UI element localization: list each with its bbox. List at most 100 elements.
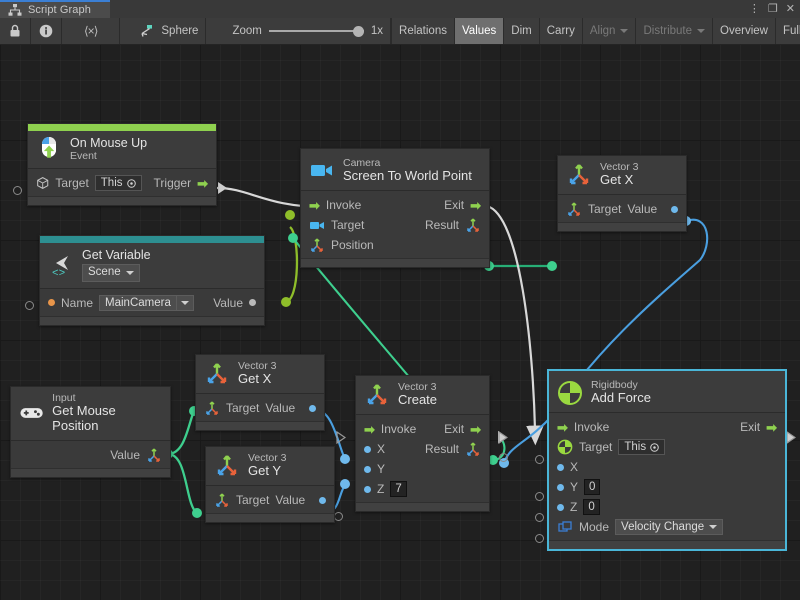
flow-port-triangle[interactable] xyxy=(786,431,796,444)
port-ring[interactable] xyxy=(535,455,544,464)
port-row-target[interactable]: Target This xyxy=(549,437,785,457)
button-overview[interactable]: Overview xyxy=(713,18,776,44)
close-icon[interactable]: ✕ xyxy=(785,2,795,15)
port-row-target-value[interactable]: Target Value xyxy=(196,398,324,418)
port-row-x-result[interactable]: X Result xyxy=(356,439,489,459)
port-dot-x[interactable] xyxy=(557,463,564,471)
port-label-y: Y xyxy=(377,462,386,476)
button-relations[interactable]: Relations xyxy=(392,18,455,44)
port-label-invoke: Invoke xyxy=(325,198,362,212)
port-label-value: Value xyxy=(213,295,243,310)
button-distribute[interactable]: Distribute xyxy=(636,18,714,44)
tab-script-graph[interactable]: Script Graph xyxy=(0,0,110,18)
button-full-screen[interactable]: Full Screen xyxy=(776,18,800,44)
port-row-target-value[interactable]: Target Value xyxy=(558,199,686,219)
button-dim[interactable]: Dim xyxy=(504,18,540,44)
port-ring[interactable] xyxy=(535,513,544,522)
zoom-slider[interactable] xyxy=(268,25,364,37)
port-dot-z[interactable] xyxy=(364,485,371,493)
node-camera-screen-to-world-point[interactable]: Camera Screen To World Point ➡ Invoke Ex… xyxy=(300,148,490,268)
port-row-position[interactable]: Position xyxy=(301,235,489,255)
port-dot-value[interactable] xyxy=(671,205,678,213)
port-row-invoke-exit[interactable]: ➡ Invoke Exit ➡ xyxy=(301,195,489,215)
port-dot-x[interactable] xyxy=(364,445,371,453)
code-button[interactable]: ⟨×⟩ xyxy=(62,18,121,44)
enum-icon xyxy=(558,521,572,532)
node-title-sub: Vector 3 xyxy=(600,161,639,173)
port-label-target: Target xyxy=(226,401,260,415)
port-label-invoke: Invoke xyxy=(573,420,610,434)
port-row-value[interactable]: Value xyxy=(11,445,170,465)
flow-arrow-icon: ➡ xyxy=(470,421,481,437)
port-row-y[interactable]: Y 0 xyxy=(549,477,785,497)
lock-button[interactable] xyxy=(0,18,31,44)
button-align[interactable]: Align xyxy=(583,18,637,44)
port-dot-value[interactable] xyxy=(319,496,326,504)
port-row-invoke-exit[interactable]: ➡ Invoke Exit ➡ xyxy=(549,417,785,437)
node-rigidbody-add-force[interactable]: Rigidbody Add Force ➡ Invoke Exit ➡ xyxy=(548,370,786,550)
port-row-target-result[interactable]: Target Result xyxy=(301,215,489,235)
port-label-y: Y xyxy=(570,480,579,494)
port-label-target: Target xyxy=(588,202,622,216)
port-ring[interactable] xyxy=(535,534,544,543)
node-input-get-mouse-position[interactable]: Input Get Mouse Position Value xyxy=(10,386,171,478)
chevron-down-icon[interactable] xyxy=(175,295,193,310)
wire-mouse-to-gety-target xyxy=(167,452,198,514)
graph-canvas[interactable]: On Mouse Up Event Target This xyxy=(0,45,800,600)
port-row-z[interactable]: Z 7 xyxy=(356,479,489,499)
flow-port-triangle[interactable] xyxy=(218,182,227,194)
node-accent-bar xyxy=(40,236,264,243)
variable-name-dropdown[interactable]: MainCamera xyxy=(99,294,194,311)
wire-endpoint-dot xyxy=(547,261,557,271)
node-vector3-get-x-top[interactable]: Vector 3 Get X Target Value xyxy=(557,155,687,232)
flow-arrow-icon: ➡ xyxy=(197,175,208,191)
port-ring[interactable] xyxy=(499,453,508,462)
port-label-exit: Exit xyxy=(444,198,465,212)
node-body: Target Value xyxy=(558,195,686,222)
node-title: Vector 3 Get X xyxy=(600,161,639,188)
graph-target[interactable]: Sphere xyxy=(120,18,207,44)
node-vector3-get-x-mid[interactable]: Vector 3 Get X Target Value xyxy=(195,354,325,431)
button-carry[interactable]: Carry xyxy=(540,18,583,44)
node-get-variable[interactable]: <> Get Variable Scene Name MainCamera xyxy=(39,235,265,326)
port-row-invoke-exit[interactable]: ➡ Invoke Exit ➡ xyxy=(356,419,489,439)
node-vector3-get-y[interactable]: Vector 3 Get Y Target Value xyxy=(205,446,335,523)
port-ring[interactable] xyxy=(13,186,22,195)
port-row-y[interactable]: Y xyxy=(356,459,489,479)
flow-port-triangle[interactable] xyxy=(498,431,508,444)
mode-dropdown[interactable]: Velocity Change xyxy=(615,519,724,535)
flow-port-triangle[interactable] xyxy=(336,431,346,444)
port-ring[interactable] xyxy=(25,301,34,310)
zoom-slider-knob[interactable] xyxy=(352,25,364,37)
z-value-field[interactable]: 0 xyxy=(583,499,600,515)
port-dot-y[interactable] xyxy=(364,465,371,473)
port-dot-value[interactable] xyxy=(309,404,316,412)
port-ring[interactable] xyxy=(334,512,343,521)
port-row-target[interactable]: Target This Trigger ➡ xyxy=(28,173,216,193)
node-vector3-create[interactable]: Vector 3 Create ➡ Invoke Exit ➡ X Result xyxy=(355,375,490,512)
port-row-target-value[interactable]: Target Value xyxy=(206,490,334,510)
zoom-control[interactable]: Zoom 1x xyxy=(206,18,392,44)
y-value-field[interactable]: 0 xyxy=(584,479,601,495)
port-dot-value[interactable] xyxy=(249,299,256,307)
port-row-z[interactable]: Z 0 xyxy=(549,497,785,517)
button-values[interactable]: Values xyxy=(454,18,505,44)
z-value-field[interactable]: 7 xyxy=(390,481,407,497)
variable-kind-dropdown[interactable]: Scene xyxy=(82,264,140,282)
port-row-name[interactable]: Name MainCamera Value xyxy=(40,293,264,313)
info-button[interactable] xyxy=(31,18,62,44)
port-row-mode[interactable]: Mode Velocity Change xyxy=(549,517,785,537)
port-dot-z[interactable] xyxy=(557,503,564,511)
port-dot-name[interactable] xyxy=(48,299,55,307)
node-on-mouse-up[interactable]: On Mouse Up Event Target This xyxy=(27,123,217,207)
target-value-picker[interactable]: This xyxy=(618,439,666,455)
port-label-result: Result xyxy=(424,442,459,456)
target-value-picker[interactable]: This xyxy=(94,175,142,192)
port-ring[interactable] xyxy=(535,492,544,501)
maximize-icon[interactable]: ❐ xyxy=(767,2,778,15)
port-row-x[interactable]: X xyxy=(549,457,785,477)
kebab-menu-icon[interactable]: ⋮ xyxy=(748,2,760,15)
port-dot-y[interactable] xyxy=(557,483,564,491)
node-title-main: Create xyxy=(398,392,438,408)
node-title: Vector 3 Create xyxy=(398,381,437,408)
